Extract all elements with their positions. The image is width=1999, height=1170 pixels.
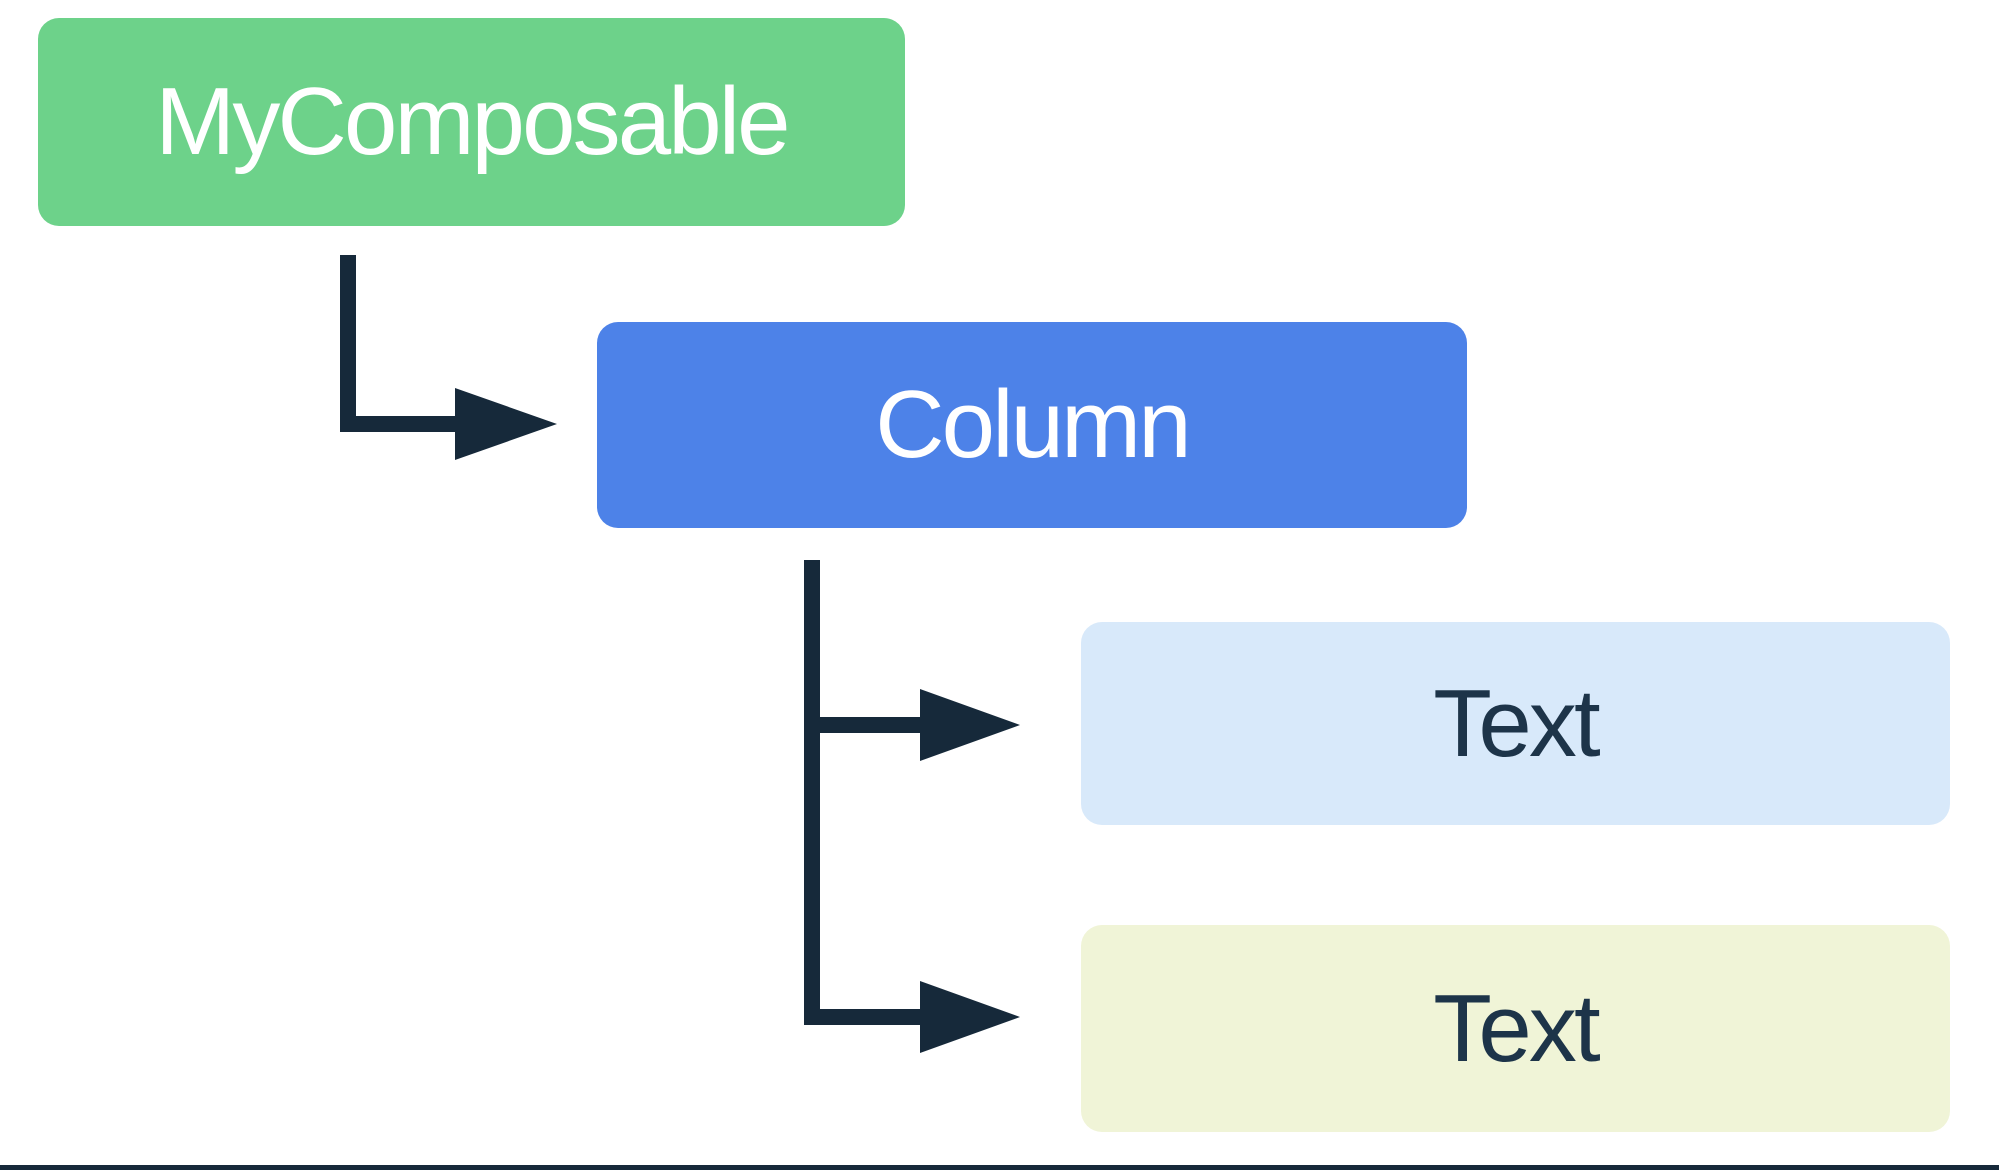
node-text-2-label: Text	[1433, 974, 1600, 1082]
node-text-1: Text	[1081, 622, 1950, 825]
edge-mycomposable-to-column-line	[340, 255, 455, 432]
node-text-2: Text	[1081, 925, 1950, 1132]
node-mycomposable: MyComposable	[38, 18, 905, 226]
node-mycomposable-label: MyComposable	[155, 68, 790, 175]
node-column-label: Column	[875, 371, 1191, 478]
edge-mycomposable-to-column-arrowhead-icon	[455, 388, 557, 460]
bottom-border-line	[0, 1165, 1999, 1170]
node-column: Column	[597, 322, 1467, 528]
edge-column-trunk-line	[804, 560, 920, 1025]
edge-column-to-text-1-arrowhead-icon	[920, 689, 1020, 761]
edge-column-to-text-2-arrowhead-icon	[920, 981, 1020, 1053]
node-text-1-label: Text	[1433, 669, 1600, 777]
